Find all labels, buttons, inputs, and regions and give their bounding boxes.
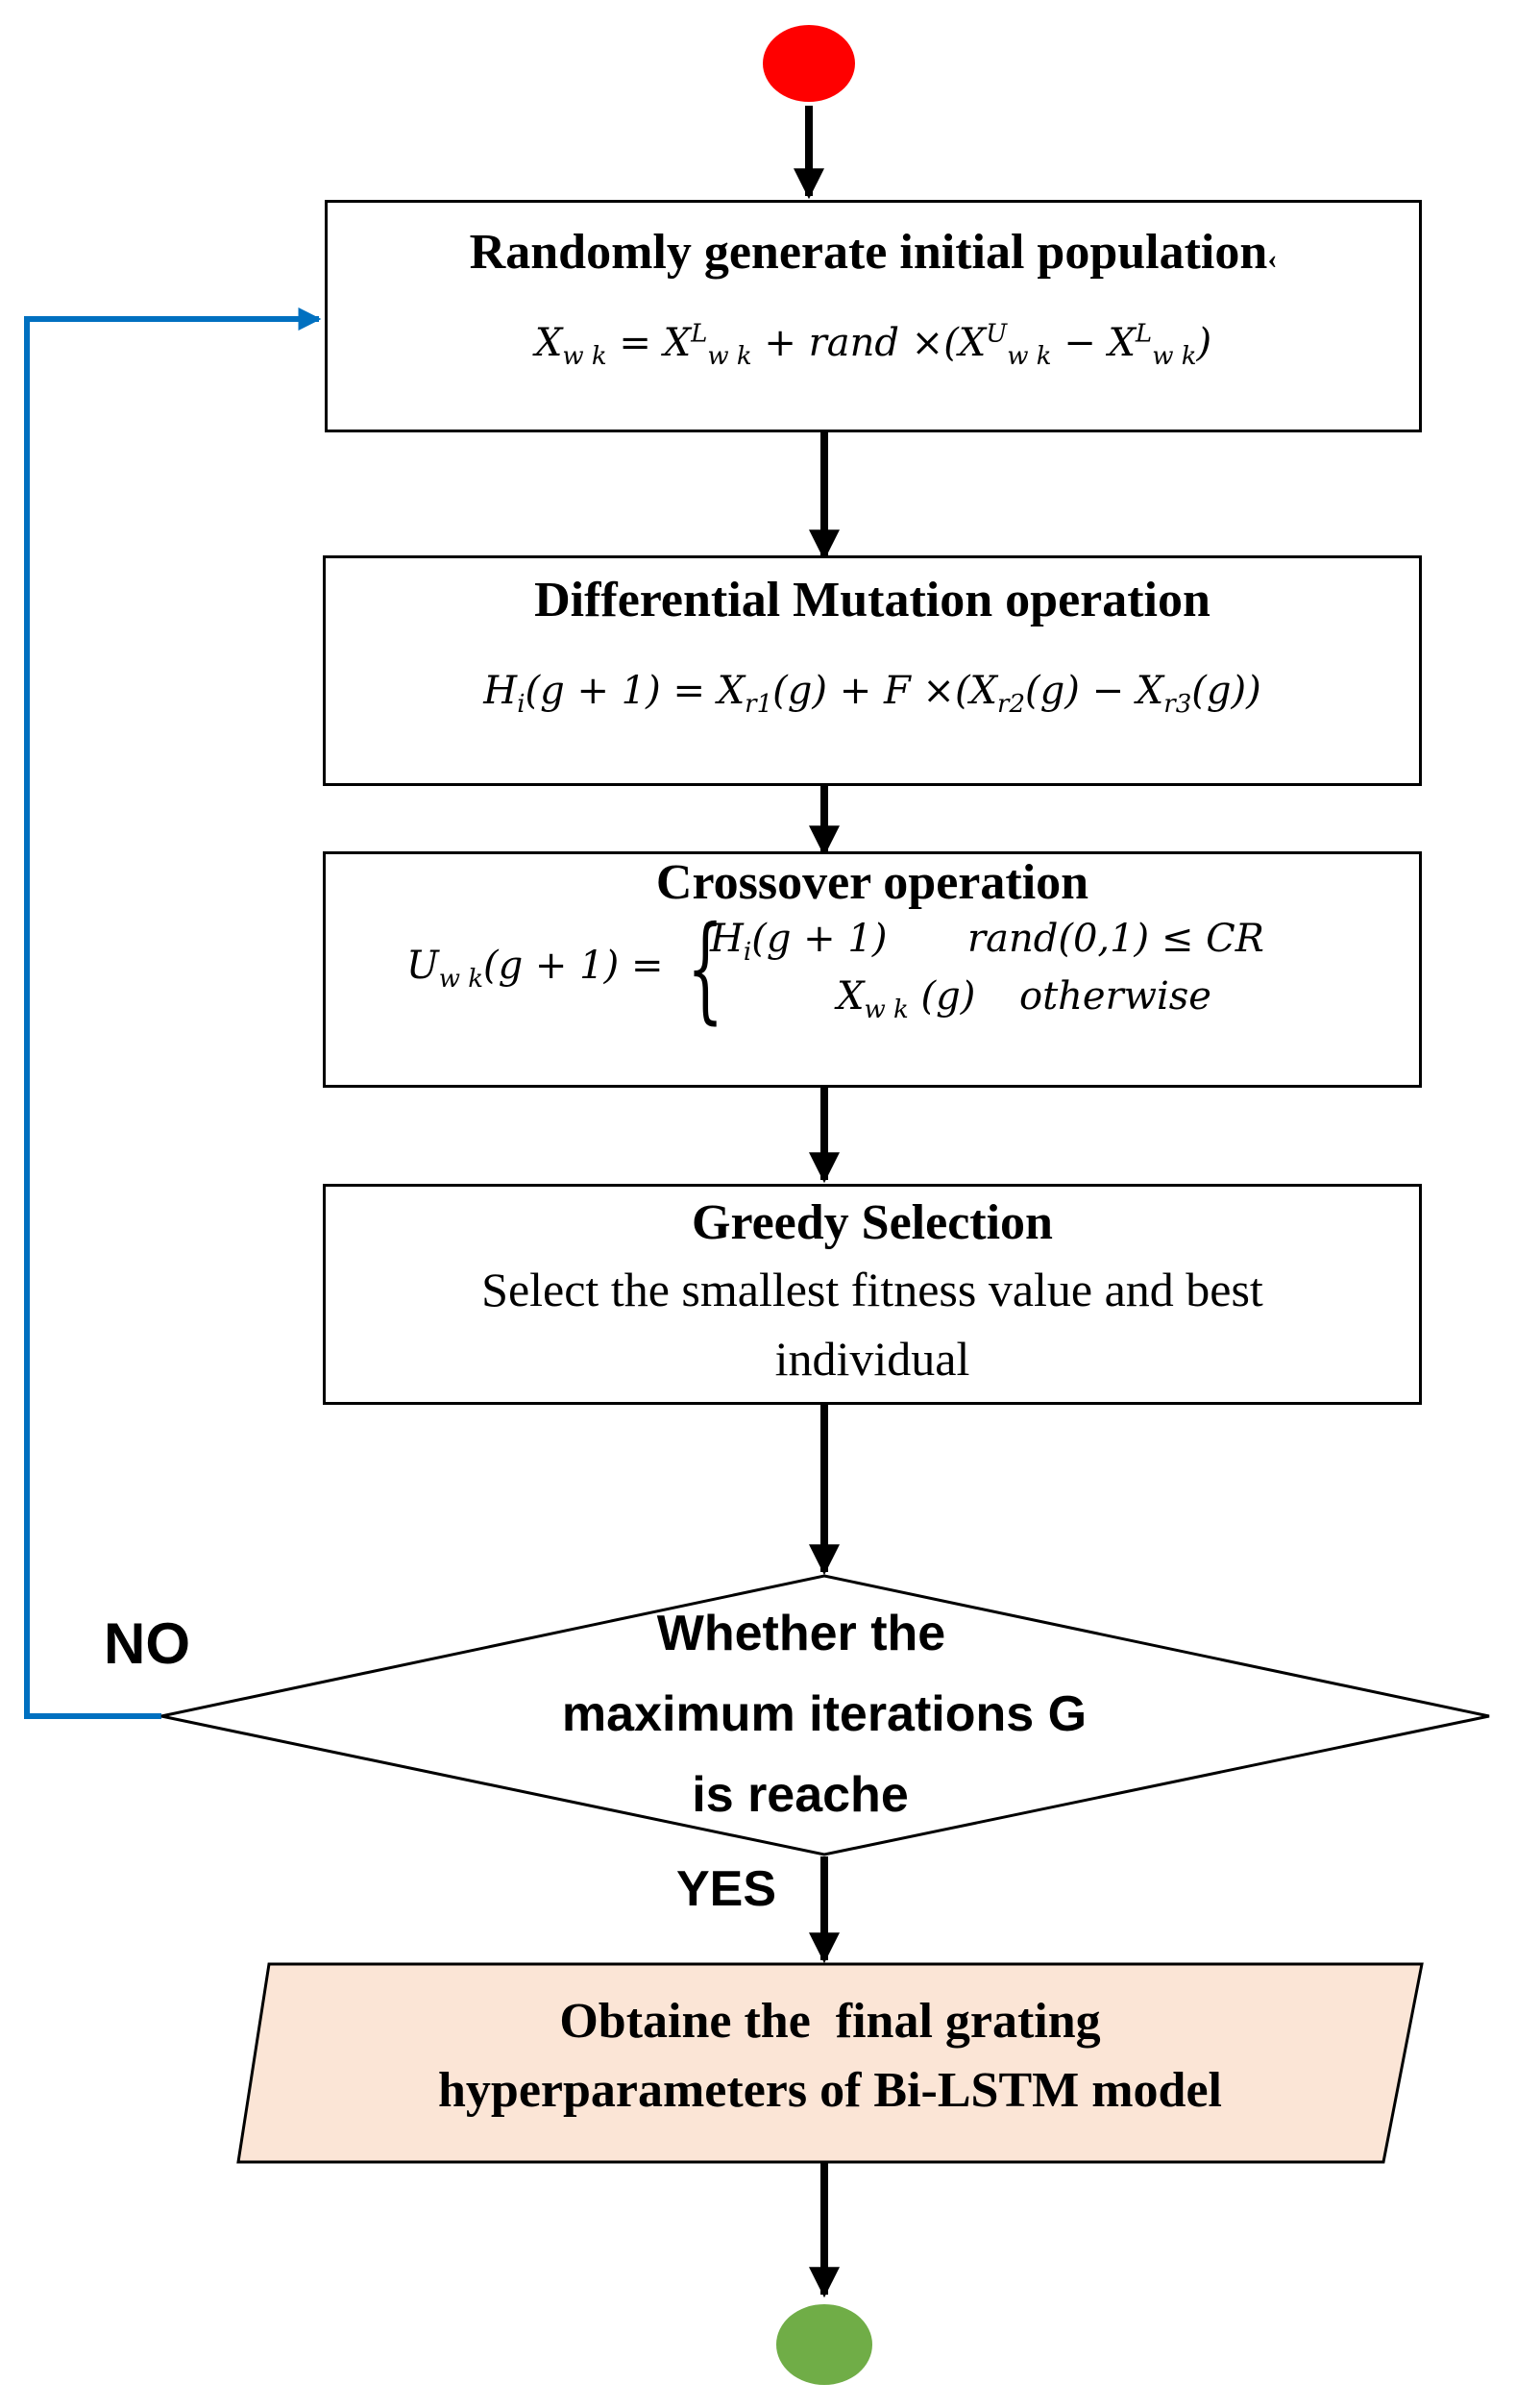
crossover-lhs: Uw k(g + 1) =: [406, 944, 664, 994]
output-text: Obtaine the final grating hyperparameter…: [240, 1987, 1420, 2125]
loop-back-connector: [24, 307, 322, 1719]
crossover-case-1-condition: rand(0,1) ≤ CR: [967, 917, 1264, 961]
no-label: NO: [104, 1611, 190, 1676]
mutation-formula: Hi(g + 1) = Xr1(g) + F ×(Xr2(g) − Xr3(g)…: [483, 669, 1261, 719]
init-population-formula: Xw k = XLw k + rand ×(XUw k − XLw k): [534, 319, 1212, 371]
output-parallelogram: [236, 1962, 1424, 2164]
decision-text: Whether the maximum iterations G is reac…: [450, 1593, 1199, 1835]
crossover-case-2-condition: otherwise: [1019, 974, 1211, 1019]
crossover-case-1: Hi(g + 1): [710, 917, 888, 967]
decision-line-1: Whether the: [656, 1606, 946, 1661]
greedy-selection-line-1: Select the smallest fitness value and be…: [481, 1263, 1263, 1316]
end-node: [776, 2304, 872, 2385]
output-line-2: hyperparameters of Bi-LSTM model: [437, 2063, 1222, 2118]
mutation-box: Differential Mutation operation Hi(g + 1…: [323, 555, 1422, 786]
start-node: [763, 25, 855, 102]
greedy-selection-title: Greedy Selection: [692, 1195, 1053, 1250]
yes-label: YES: [676, 1861, 777, 1917]
decision-diamond: [160, 1574, 1490, 1856]
crossover-box: Crossover operation Uw k(g + 1) = { Hi(g…: [323, 851, 1422, 1088]
decision-line-3: is reache: [692, 1767, 909, 1823]
mutation-title: Differential Mutation operation: [534, 573, 1210, 627]
decision-line-2: maximum iterations G: [561, 1686, 1088, 1742]
greedy-selection-box: Greedy Selection Select the smallest fit…: [323, 1184, 1422, 1405]
greedy-selection-line-2: individual: [774, 1332, 970, 1386]
init-population-title: Randomly generate initial population: [469, 225, 1268, 280]
output-line-1: Obtaine the final grating: [559, 1994, 1101, 2049]
init-population-box: Randomly generate initial population‹ Xw…: [325, 200, 1422, 432]
crossover-title: Crossover operation: [655, 855, 1089, 910]
crossover-brace: {: [687, 902, 724, 1036]
crossover-case-2: Xw k (g): [837, 974, 976, 1024]
